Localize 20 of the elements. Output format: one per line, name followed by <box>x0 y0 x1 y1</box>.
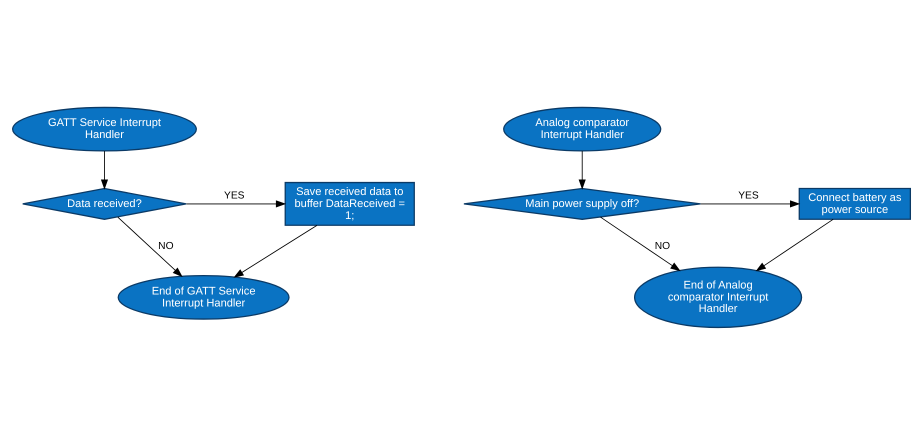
node-box: Save received data to buffer DataReceived = 1; <box>284 181 415 226</box>
edge-label: YES <box>738 190 759 201</box>
arrow <box>100 150 108 190</box>
node-box: Connect battery as power source <box>798 187 911 220</box>
arrow <box>117 216 183 277</box>
edge-label: YES <box>224 190 245 201</box>
node-ellipse: End of GATT Service Interrupt Handler <box>118 274 290 320</box>
edge-label: NO <box>158 240 174 252</box>
arrow <box>233 224 318 278</box>
arrow <box>578 150 586 190</box>
node-ellipse: End of Analog comparator Interrupt Handler <box>634 266 802 328</box>
edge-label: NO <box>654 240 670 252</box>
arrow <box>186 200 286 207</box>
node-diamond: Data received? <box>22 187 187 220</box>
arrow <box>700 200 800 207</box>
arrow <box>600 216 681 271</box>
node-ellipse: GATT Service Interrupt Handler <box>12 106 197 152</box>
arrow <box>756 218 834 271</box>
node-ellipse: Analog comparator Interrupt Handler <box>503 106 662 152</box>
node-diamond: Main power supply off? <box>463 187 702 220</box>
